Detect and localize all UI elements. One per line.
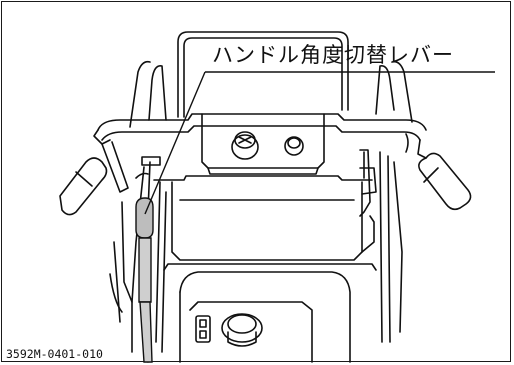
key-switch-icon	[284, 136, 304, 156]
fuel-cap-icon	[221, 313, 263, 343]
engine	[179, 271, 351, 363]
callout-leader-line	[144, 71, 206, 215]
throttle-knob-icon	[231, 134, 259, 160]
left-grip	[59, 157, 108, 216]
callout-label: ハンドル角度切替レバー	[212, 43, 454, 67]
right-grip	[418, 152, 472, 211]
rear-frame	[177, 31, 349, 118]
handle-crossbar	[97, 113, 427, 131]
handle-angle-lever	[135, 197, 154, 363]
control-panel	[201, 113, 325, 169]
figure-code: 3592M-0401-010	[6, 347, 103, 361]
lower-frame	[153, 175, 373, 181]
